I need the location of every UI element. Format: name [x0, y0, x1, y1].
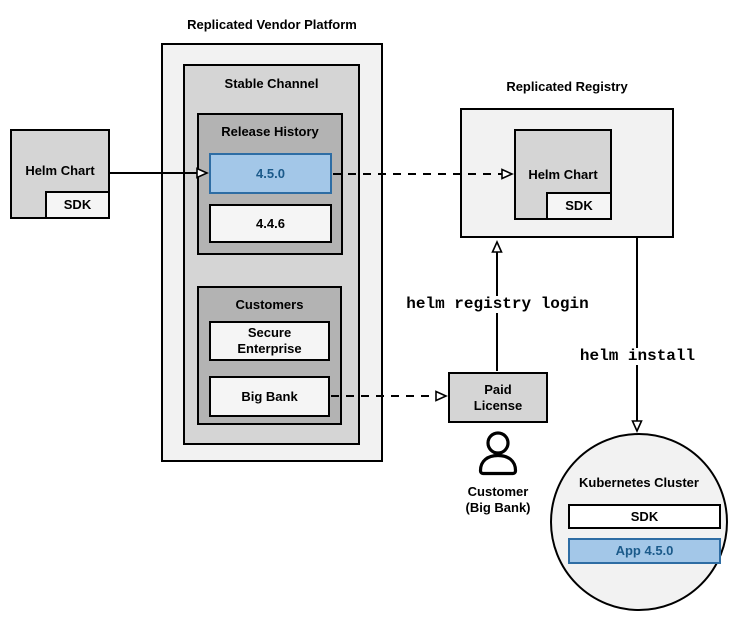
cluster-sdk-box: SDK: [568, 504, 721, 529]
customer-caption-company: (Big Bank): [465, 500, 531, 515]
command-helm-registry-login: helm registry login: [400, 296, 595, 313]
cluster-sdk-label: SDK: [630, 508, 659, 524]
customer-big-bank-box: Big Bank: [209, 376, 330, 417]
release-4-4-6-label: 4.4.6: [256, 215, 285, 231]
kubernetes-cluster-title: Kubernetes Cluster: [579, 475, 699, 490]
release-4-5-0-box: 4.5.0: [209, 153, 332, 194]
command-helm-install: helm install: [570, 348, 705, 365]
release-4-5-0-label: 4.5.0: [256, 165, 285, 181]
cluster-app-label: App 4.5.0: [615, 543, 674, 558]
registry-title: Replicated Registry: [506, 79, 628, 94]
paid-license-label: Paid License: [473, 381, 523, 413]
customer-secure-enterprise-box: Secure Enterprise: [209, 321, 330, 361]
vendor-platform-title: Replicated Vendor Platform: [187, 17, 357, 32]
customer-caption: Customer (Big Bank): [448, 484, 548, 516]
stable-channel-title: Stable Channel: [224, 76, 319, 91]
registry-helm-chart-label: Helm Chart: [528, 166, 598, 182]
registry-sdk-box: SDK: [546, 192, 612, 220]
vendor-sdk-label: SDK: [63, 197, 92, 212]
vendor-sdk-box: SDK: [45, 191, 110, 219]
paid-license-box: Paid License: [448, 372, 548, 423]
customer-big-bank-label: Big Bank: [241, 388, 298, 404]
release-history-title: Release History: [221, 124, 319, 139]
cluster-app-box: App 4.5.0: [568, 538, 721, 564]
person-icon: [478, 431, 518, 476]
registry-sdk-label: SDK: [565, 198, 593, 213]
customer-secure-enterprise-label: Secure Enterprise: [237, 325, 302, 356]
vendor-helm-chart-label: Helm Chart: [25, 163, 95, 178]
customers-title: Customers: [235, 297, 304, 312]
customer-caption-name: Customer: [467, 484, 529, 499]
release-4-4-6-box: 4.4.6: [209, 204, 332, 243]
